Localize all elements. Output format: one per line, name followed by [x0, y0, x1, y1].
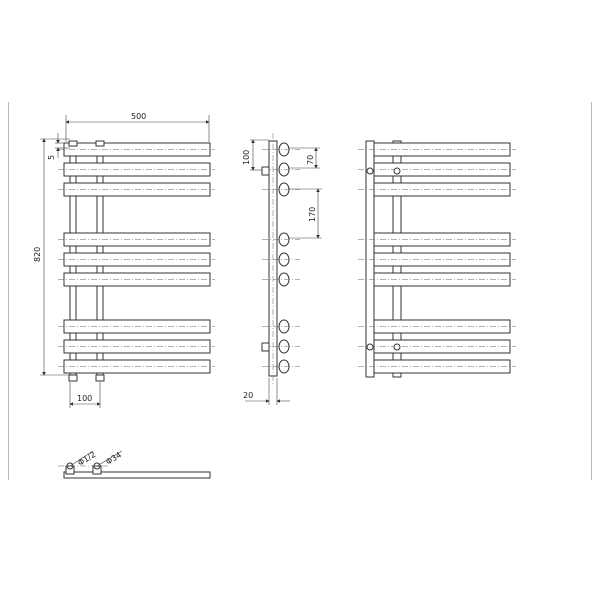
dimension-label-5: 5 [47, 155, 56, 160]
back-horizontal-bars [358, 142, 516, 374]
dimension-label-100-side: 100 [242, 150, 251, 165]
dimension-offset-5: 5 [47, 133, 70, 160]
front-horizontal-bars [58, 142, 215, 374]
dimension-side-100: 100 [242, 139, 269, 171]
dimension-spacing-100: 100 [69, 382, 101, 408]
left-border-line [8, 102, 9, 480]
back-view [358, 140, 516, 378]
back-mount-top-left [366, 167, 374, 175]
side-bar-profiles [262, 142, 300, 374]
thread-leader-b [96, 450, 123, 467]
dimension-side-70: 70 [288, 147, 320, 169]
thread-leader-a [69, 450, 94, 467]
front-left-top-cap [68, 140, 78, 147]
front-view [58, 140, 215, 382]
dimension-width-500: 500 [65, 112, 210, 142]
dimension-label-500: 500 [131, 112, 146, 121]
back-mount-top-right [393, 167, 401, 175]
side-bracket-top [261, 166, 270, 176]
dimension-label-170: 170 [308, 207, 317, 222]
back-mount-bottom-right [393, 343, 401, 351]
dimension-label-20: 20 [243, 391, 253, 400]
bottom-view: Φ1/2 Φ34 [58, 450, 211, 479]
front-right-bottom-valve [95, 374, 105, 382]
right-border-line [591, 102, 592, 480]
dimension-label-820: 820 [33, 247, 42, 262]
front-right-top-cap [95, 140, 105, 147]
back-mount-bottom-left [366, 343, 374, 351]
front-left-bottom-valve [68, 374, 78, 382]
dimension-side-20: 20 [243, 378, 290, 405]
dimension-side-170: 170 [288, 188, 322, 239]
back-left-post [365, 140, 375, 378]
dimension-label-100-bottom: 100 [77, 394, 92, 403]
side-bracket-bottom [261, 342, 270, 352]
bottom-bar-profile [63, 471, 211, 479]
dimension-label-70: 70 [306, 155, 315, 165]
dimension-height-820: 820 [33, 138, 70, 376]
side-view [261, 133, 300, 385]
thread-label-b: Φ34 [104, 450, 123, 466]
